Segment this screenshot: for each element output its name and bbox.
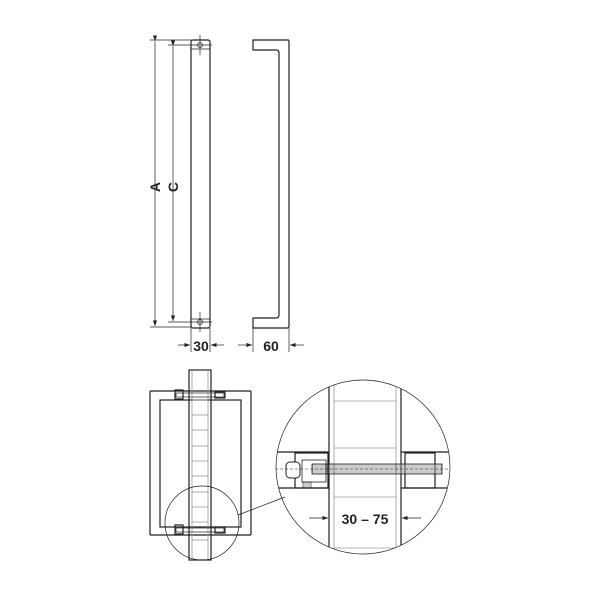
bolt-top — [174, 389, 226, 400]
dimension-a-label: A — [147, 182, 163, 192]
bolt-head — [285, 461, 301, 479]
bar-width-label: 30 — [193, 338, 209, 354]
handle-front-view — [150, 35, 224, 352]
dimension-c-label: C — [165, 182, 181, 192]
installed-view — [149, 369, 286, 561]
detail-view — [275, 379, 451, 555]
handle-bar — [190, 39, 211, 329]
bolt-bottom — [174, 524, 226, 535]
handle-depth-label: 60 — [263, 338, 279, 354]
handle-side-view — [238, 39, 304, 352]
detail-circle — [275, 379, 451, 555]
door-thickness-label: 30 – 75 — [342, 511, 389, 527]
detail-marker-circle — [164, 485, 240, 561]
detail-leader-line — [237, 496, 286, 516]
